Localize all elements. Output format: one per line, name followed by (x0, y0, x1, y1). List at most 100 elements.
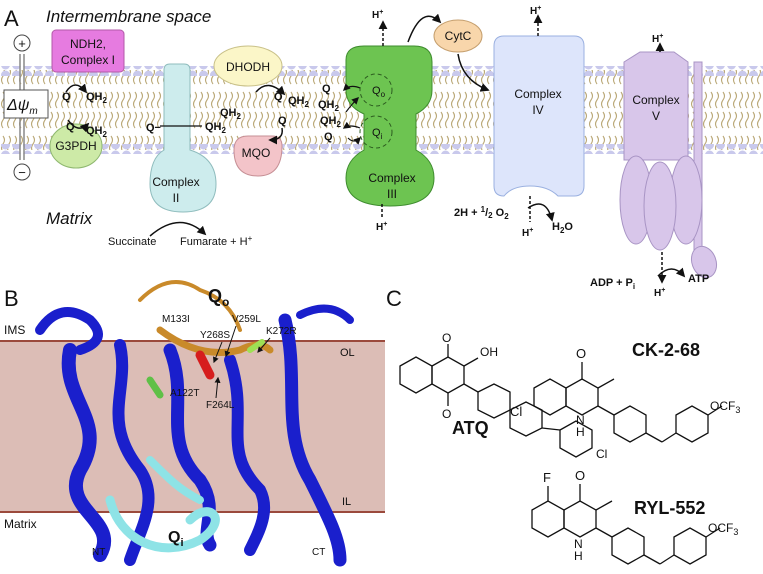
c3-q-top: Q (322, 83, 331, 95)
svg-text:H+: H+ (372, 9, 383, 21)
delta-psi-label: Δψ (6, 97, 30, 114)
complex-ii-q: Q− (146, 122, 161, 134)
complex-v-label-1: Complex (632, 93, 679, 107)
complex-v-label-2: V (652, 109, 660, 123)
ol-label: OL (340, 347, 355, 359)
complex-iv-label-1: Complex (514, 87, 561, 101)
ck-2-68-label: CK-2-68 (632, 340, 700, 360)
ndh2-label-2: Complex I (61, 53, 115, 67)
c5-h-out: H (652, 34, 659, 45)
atq-o-bot: O (442, 407, 451, 421)
panel-c-letter: C (386, 286, 402, 311)
ct-label: CT (312, 547, 325, 558)
complex-iii-label-1: Complex (368, 171, 415, 185)
mutation-f264l: F264L (206, 400, 235, 411)
mqo-label: MQO (242, 146, 271, 160)
mutation-k272r: K272R (266, 326, 297, 337)
svg-text:H+: H+ (654, 287, 665, 299)
ryl-nh-h: H (574, 549, 583, 563)
c5-h-in: H (654, 288, 661, 299)
ryl-nh: N (574, 537, 583, 551)
mqo-q: Q (278, 115, 287, 127)
plus-sign: + (18, 36, 26, 51)
svg-text:QH2: QH2 (86, 91, 108, 105)
atq-oh: OH (480, 345, 498, 359)
membrane-slab (0, 341, 385, 512)
qi-site: Q (372, 127, 381, 139)
pool-qh2-1: QH (220, 107, 237, 119)
ck-2-68-structure (533, 362, 723, 443)
svg-text:H2O: H2O (552, 221, 573, 235)
svg-text:QH2: QH2 (288, 95, 310, 109)
water-reactant: 2H + (454, 207, 481, 219)
ck-nh-h: H (576, 425, 585, 439)
panel-a-letter: A (4, 6, 19, 31)
ryl-552-label: RYL-552 (634, 498, 705, 518)
ndh2-label-1: NDH2, (70, 37, 106, 51)
minus-sign: − (18, 165, 26, 180)
ryl-f: F (543, 470, 551, 485)
c3-h-in: H (376, 222, 383, 233)
svg-text:QH2: QH2 (320, 115, 342, 129)
c4-h-out: H (530, 6, 537, 17)
svg-text:Qi: Qi (372, 127, 383, 141)
complex-iii-label-2: III (387, 187, 397, 201)
cytochrome-c: CytC (433, 19, 483, 53)
matrix-label: Matrix (46, 209, 93, 228)
g3pdh-q: Q (66, 121, 75, 133)
atq-cl: Cl (596, 447, 607, 461)
svg-text:QH2: QH2 (220, 107, 242, 121)
membrane-potential-indicator: + − Δψm (3, 34, 49, 181)
adp-label: ADP + P (590, 277, 633, 289)
c3-q-bot: Q (324, 131, 333, 143)
ndh2-complex-i: NDH2, Complex I (51, 29, 125, 73)
complex-iii: Qo Qi Complex III (345, 45, 435, 207)
complex-iv: Complex IV (493, 35, 585, 197)
cytc-label: CytC (445, 29, 472, 43)
pool-qh2-2: QH (205, 121, 222, 133)
ck-nh: N (576, 413, 585, 427)
dhodh-qh2: QH (288, 95, 305, 107)
mutation-y268s: Y268S (200, 330, 230, 341)
cytochrome-b-structure (35, 280, 354, 567)
g3pdh-qh2: QH (86, 125, 103, 137)
mutation-a122t: A122T (170, 388, 199, 399)
c3-qh2-top: QH (318, 99, 335, 111)
dhodh-q: Q (274, 91, 283, 103)
svg-text:H+: H+ (522, 227, 533, 239)
nt-label: NT (92, 547, 105, 558)
atq-o-top: O (442, 331, 451, 345)
mqo: MQO (233, 135, 283, 177)
complex-ii: Complex II (149, 63, 217, 213)
qo-site-b: Qo (208, 286, 229, 309)
panel-a: A Intermembrane space Matrix + − Δψm NDH… (0, 5, 763, 299)
matrix-b-label: Matrix (4, 517, 37, 531)
svg-text:ADP + Pi: ADP + Pi (590, 277, 635, 291)
ryl-ocf3: OCF3 (708, 521, 738, 537)
dhodh: DHODH (213, 45, 283, 87)
ims-label: IMS (4, 323, 25, 337)
c3-qh2-bot: QH (320, 115, 337, 127)
panel-b-letter: B (4, 286, 19, 311)
dhodh-label: DHODH (226, 60, 270, 74)
svg-text:H+: H+ (376, 221, 387, 233)
atq-structure (399, 344, 593, 458)
svg-text:H+: H+ (652, 33, 663, 45)
complex-iv-label-2: IV (532, 103, 543, 117)
svg-text:Qo: Qo (372, 85, 386, 99)
svg-text:QH2: QH2 (205, 121, 227, 135)
succinate-label: Succinate (108, 236, 156, 248)
mutation-v259l: V259L (232, 314, 261, 325)
c4-h-in: H (522, 228, 529, 239)
delta-psi-sub: m (29, 106, 37, 117)
complex-ii-label-1: Complex (152, 175, 199, 189)
atp-label: ATP (688, 273, 709, 285)
complex-v: Complex V (619, 51, 718, 279)
qo-site: Q (372, 85, 381, 97)
svg-text:2H + 1/2 O2: 2H + 1/2 O2 (454, 205, 509, 221)
mutation-m133i: M133I (162, 314, 190, 325)
c3-h-out: H (372, 10, 379, 21)
ryl-o: O (575, 468, 585, 483)
fumarate-label: Fumarate + H (180, 236, 248, 248)
